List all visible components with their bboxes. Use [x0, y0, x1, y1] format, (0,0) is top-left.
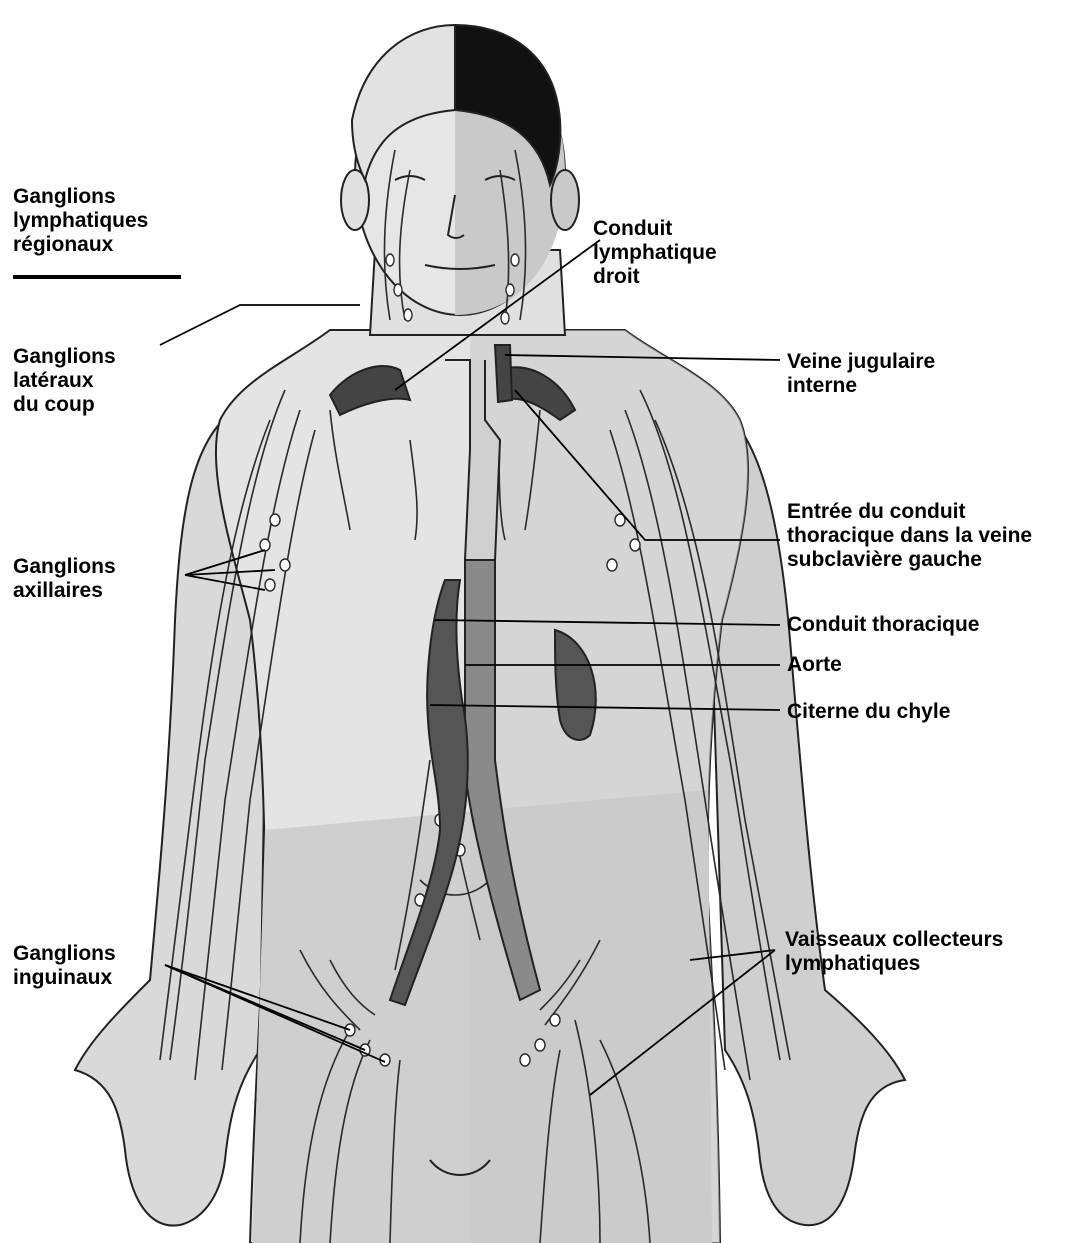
label-internal-jugular-vein: Veine jugulaire interne [787, 350, 935, 398]
label-thoracic-duct-entry: Entrée du conduit thoracique dans la vei… [787, 500, 1032, 572]
label-axillary-nodes: Ganglions axillaires [13, 555, 116, 603]
left-half-shade [470, 330, 748, 1243]
label-cisterna-chyli: Citerne du chyle [787, 700, 950, 724]
label-collecting-vessels: Vaisseaux collecteurs lymphatiques [785, 928, 1003, 976]
label-aorta: Aorte [787, 653, 842, 677]
label-thoracic-duct: Conduit thoracique [787, 613, 980, 637]
regional-nodes-underline [13, 275, 181, 279]
label-lateral-neck-nodes: Ganglions latéraux du coup [13, 345, 116, 417]
left-jugular [495, 345, 512, 402]
label-regional-nodes: Ganglions lymphatiques régionaux [13, 185, 148, 257]
label-right-lymphatic-duct: Conduit lymphatique droit [593, 217, 717, 289]
label-inguinal-nodes: Ganglions inguinaux [13, 942, 116, 990]
left-ear [551, 170, 579, 230]
